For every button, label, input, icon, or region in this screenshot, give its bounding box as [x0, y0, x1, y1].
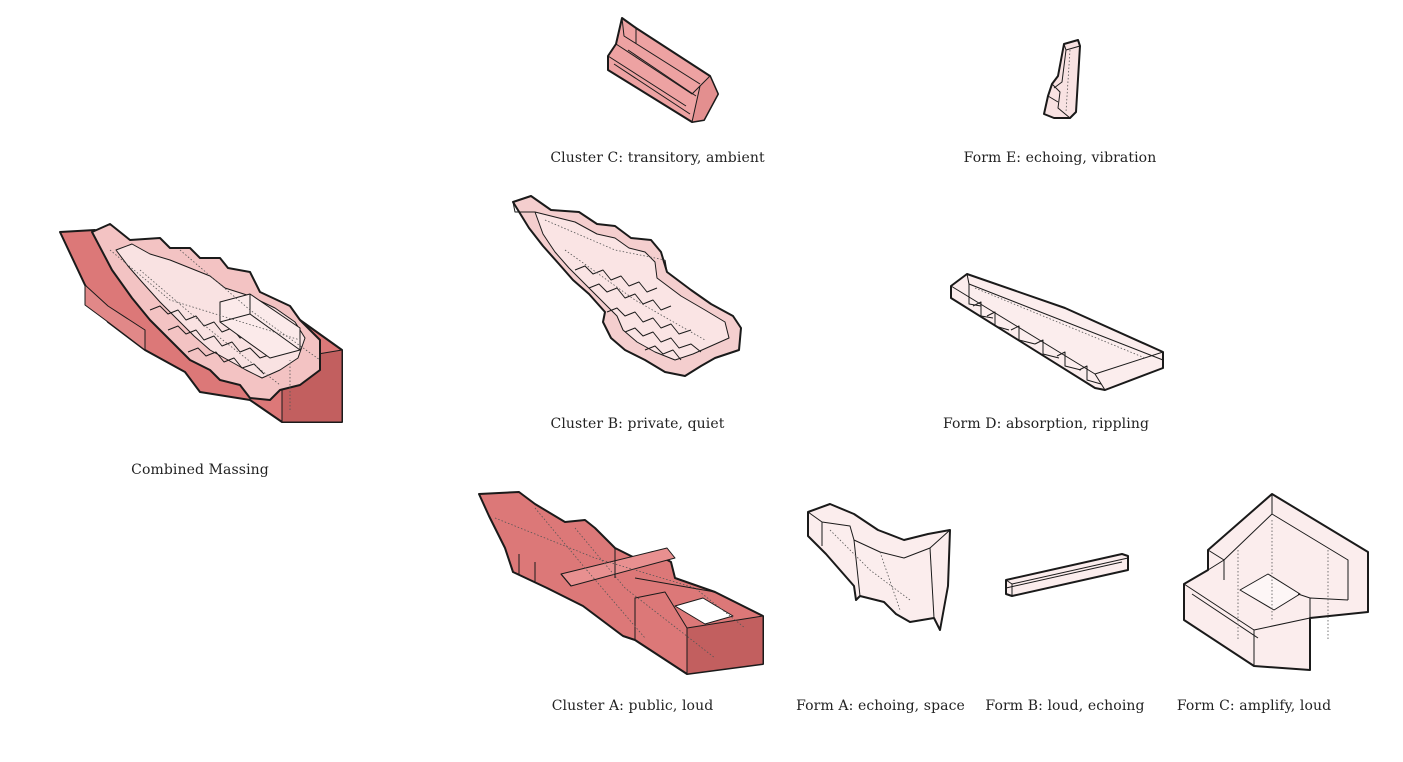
form-e-caption: Form E: echoing, vibration: [955, 150, 1165, 166]
form-a-icon: [800, 500, 960, 640]
cluster-a-form-icon: [475, 488, 770, 688]
form-e-icon: [1030, 36, 1090, 124]
form-d-icon: [945, 268, 1170, 398]
form-c-icon: [1178, 490, 1373, 675]
cluster-b-figure: [505, 190, 750, 390]
cluster-a-figure: [475, 488, 770, 688]
cluster-c-figure: [600, 14, 730, 129]
form-e-figure: [1030, 36, 1090, 124]
form-d-figure: [945, 268, 1170, 398]
cluster-b-caption: Cluster B: private, quiet: [540, 416, 735, 432]
form-b-icon: [1000, 550, 1135, 610]
combined-massing-caption: Combined Massing: [105, 462, 295, 478]
form-c-caption: Form C: amplify, loud: [1165, 698, 1343, 714]
form-a-figure: [800, 500, 960, 640]
form-b-caption: Form B: loud, echoing: [975, 698, 1155, 714]
cluster-b-form-icon: [505, 190, 750, 390]
combined-massing-figure: [50, 210, 360, 440]
form-a-caption: Form A: echoing, space: [788, 698, 973, 714]
cluster-a-caption: Cluster A: public, loud: [540, 698, 725, 714]
form-b-figure: [1000, 550, 1135, 610]
form-c-figure: [1178, 490, 1373, 675]
form-d-caption: Form D: absorption, rippling: [935, 416, 1157, 432]
cluster-c-caption: Cluster C: transitory, ambient: [540, 150, 775, 166]
cluster-c-form-icon: [600, 14, 730, 129]
combined-massing-icon: [50, 210, 360, 440]
